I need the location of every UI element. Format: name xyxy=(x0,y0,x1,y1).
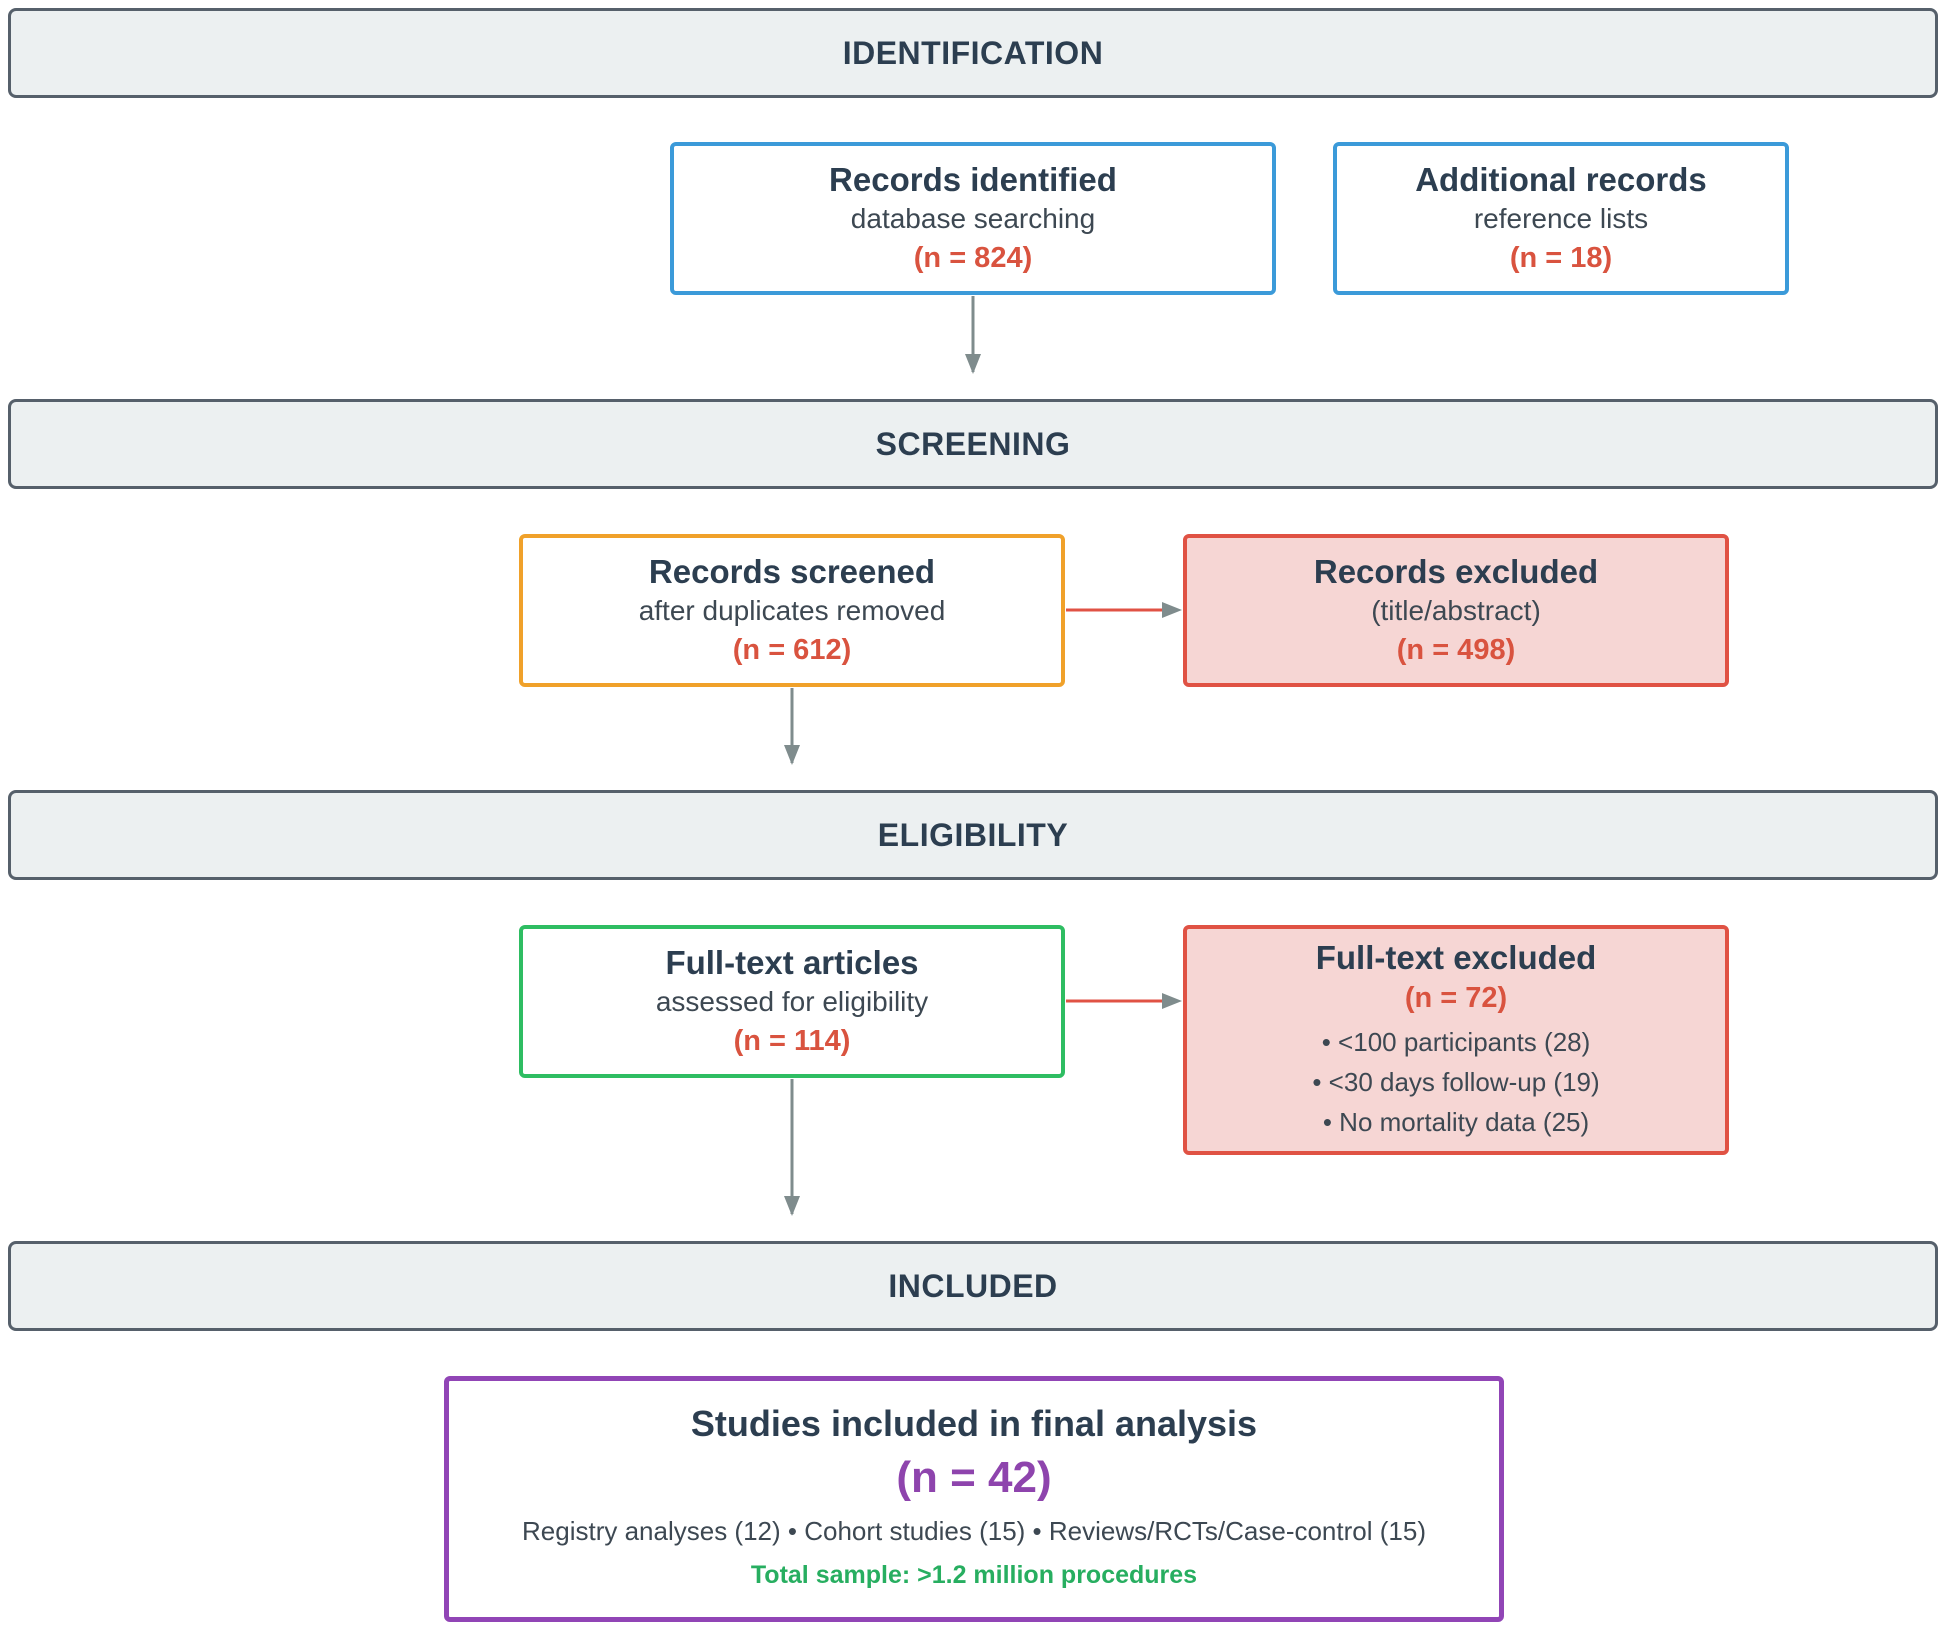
fulltext-articles-box: Full-text articles assessed for eligibil… xyxy=(519,925,1065,1078)
records-screened-count: (n = 612) xyxy=(732,633,852,666)
exclusion-reason: • No mortality data (25) xyxy=(1322,1107,1590,1137)
total-sample-note: Total sample: >1.2 million procedures xyxy=(750,1561,1198,1589)
records-identified-title: Records identified xyxy=(829,160,1117,198)
records-screened-sub: after duplicates removed xyxy=(638,594,946,626)
fulltext-excluded-count: (n = 72) xyxy=(1404,982,1508,1014)
records-identified-count: (n = 824) xyxy=(913,241,1033,274)
phase-identification: IDENTIFICATION xyxy=(8,8,1938,98)
additional-records-count: (n = 18) xyxy=(1509,241,1613,274)
phase-eligibility: ELIGIBILITY xyxy=(8,790,1938,880)
exclusion-reason: • <30 days follow-up (19) xyxy=(1312,1067,1600,1097)
records-identified-box: Records identified database searching (n… xyxy=(670,142,1276,295)
final-included-count: (n = 42) xyxy=(896,1453,1052,1502)
final-included-box: Studies included in final analysis (n = … xyxy=(444,1376,1504,1622)
study-type-breakdown: Registry analyses (12) • Cohort studies … xyxy=(522,1516,1426,1546)
records-excluded-sub: (title/abstract) xyxy=(1371,594,1541,626)
fulltext-articles-sub: assessed for eligibility xyxy=(655,985,929,1017)
fulltext-articles-title: Full-text articles xyxy=(665,943,919,981)
phase-included: INCLUDED xyxy=(8,1241,1938,1331)
additional-records-sub: reference lists xyxy=(1473,202,1649,234)
arrow-head-excluded xyxy=(1162,602,1182,618)
records-identified-sub: database searching xyxy=(850,202,1096,234)
arrow-head-fulltext-excluded xyxy=(1162,993,1182,1009)
final-included-title: Studies included in final analysis xyxy=(690,1403,1258,1444)
fulltext-excluded-box: Full-text excluded (n = 72) • <100 parti… xyxy=(1183,925,1729,1155)
records-excluded-count: (n = 498) xyxy=(1396,633,1516,666)
fulltext-excluded-title: Full-text excluded xyxy=(1315,939,1597,976)
records-screened-box: Records screened after duplicates remove… xyxy=(519,534,1065,687)
additional-records-box: Additional records reference lists (n = … xyxy=(1333,142,1789,295)
phase-screening: SCREENING xyxy=(8,399,1938,489)
records-screened-title: Records screened xyxy=(648,552,936,590)
fulltext-articles-count: (n = 114) xyxy=(733,1024,851,1057)
additional-records-title: Additional records xyxy=(1415,160,1707,198)
exclusion-reasons-list: • <100 participants (28) • <30 days foll… xyxy=(1312,1022,1599,1142)
records-excluded-box: Records excluded (title/abstract) (n = 4… xyxy=(1183,534,1729,687)
records-excluded-title: Records excluded xyxy=(1313,552,1599,590)
exclusion-reason: • <100 participants (28) xyxy=(1321,1027,1591,1057)
